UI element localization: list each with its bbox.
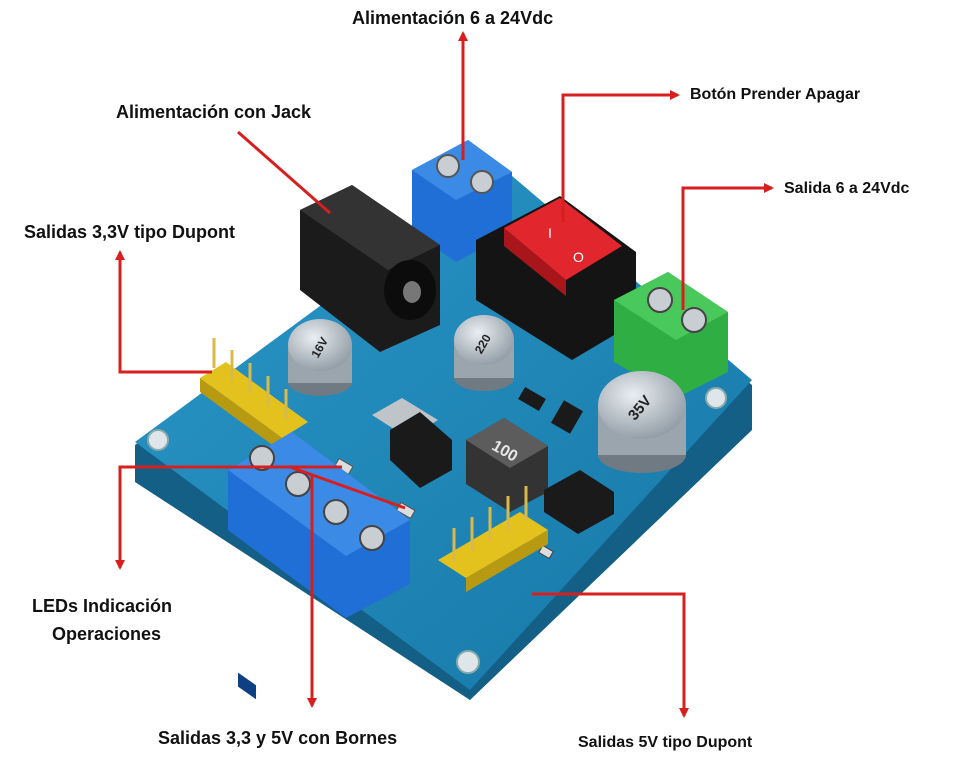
label-leds-line2: Operaciones: [52, 624, 162, 644]
switch-on-mark: I: [548, 225, 552, 241]
label-jack: Alimentación con Jack: [116, 102, 312, 122]
input-terminal-block: [412, 140, 512, 262]
header-3v3: [200, 338, 308, 452]
switch-off-mark: O: [573, 249, 584, 265]
label-output-range: Salida 6 a 24Vdc: [784, 180, 910, 197]
arrow-leds: [115, 465, 406, 570]
ic-chip: [544, 470, 614, 534]
label-leds-line1: LEDs Indicación: [32, 596, 173, 616]
label-dupont-5v: Salidas 5V tipo Dupont: [578, 734, 753, 751]
capacitor-middle: 220: [454, 315, 514, 391]
label-switch: Botón Prender Apagar: [690, 86, 861, 103]
arrow-output: [681, 183, 774, 310]
arrow-dupont-5v: [532, 592, 689, 718]
line-jack: [237, 130, 331, 215]
callout-arrows: [115, 31, 774, 718]
header-5v: [438, 486, 548, 592]
label-power-supply: Alimentación 6 a 24Vdc: [352, 8, 554, 28]
capacitor-left: 16V: [288, 319, 352, 396]
rocker-switch: I O: [476, 196, 636, 360]
output-terminal-block: [614, 272, 728, 398]
capacitor-large: 35V: [598, 371, 686, 473]
output-terminal-row: [228, 432, 410, 700]
arrow-dupont-3v3: [115, 250, 212, 374]
label-terminals: Salidas 3,3 y 5V con Bornes: [158, 728, 398, 748]
label-dupont-3v3: Salidas 3,3V tipo Dupont: [24, 222, 236, 242]
dc-jack: [300, 185, 440, 352]
arrow-switch: [561, 90, 680, 222]
voltage-regulator: [372, 398, 452, 488]
